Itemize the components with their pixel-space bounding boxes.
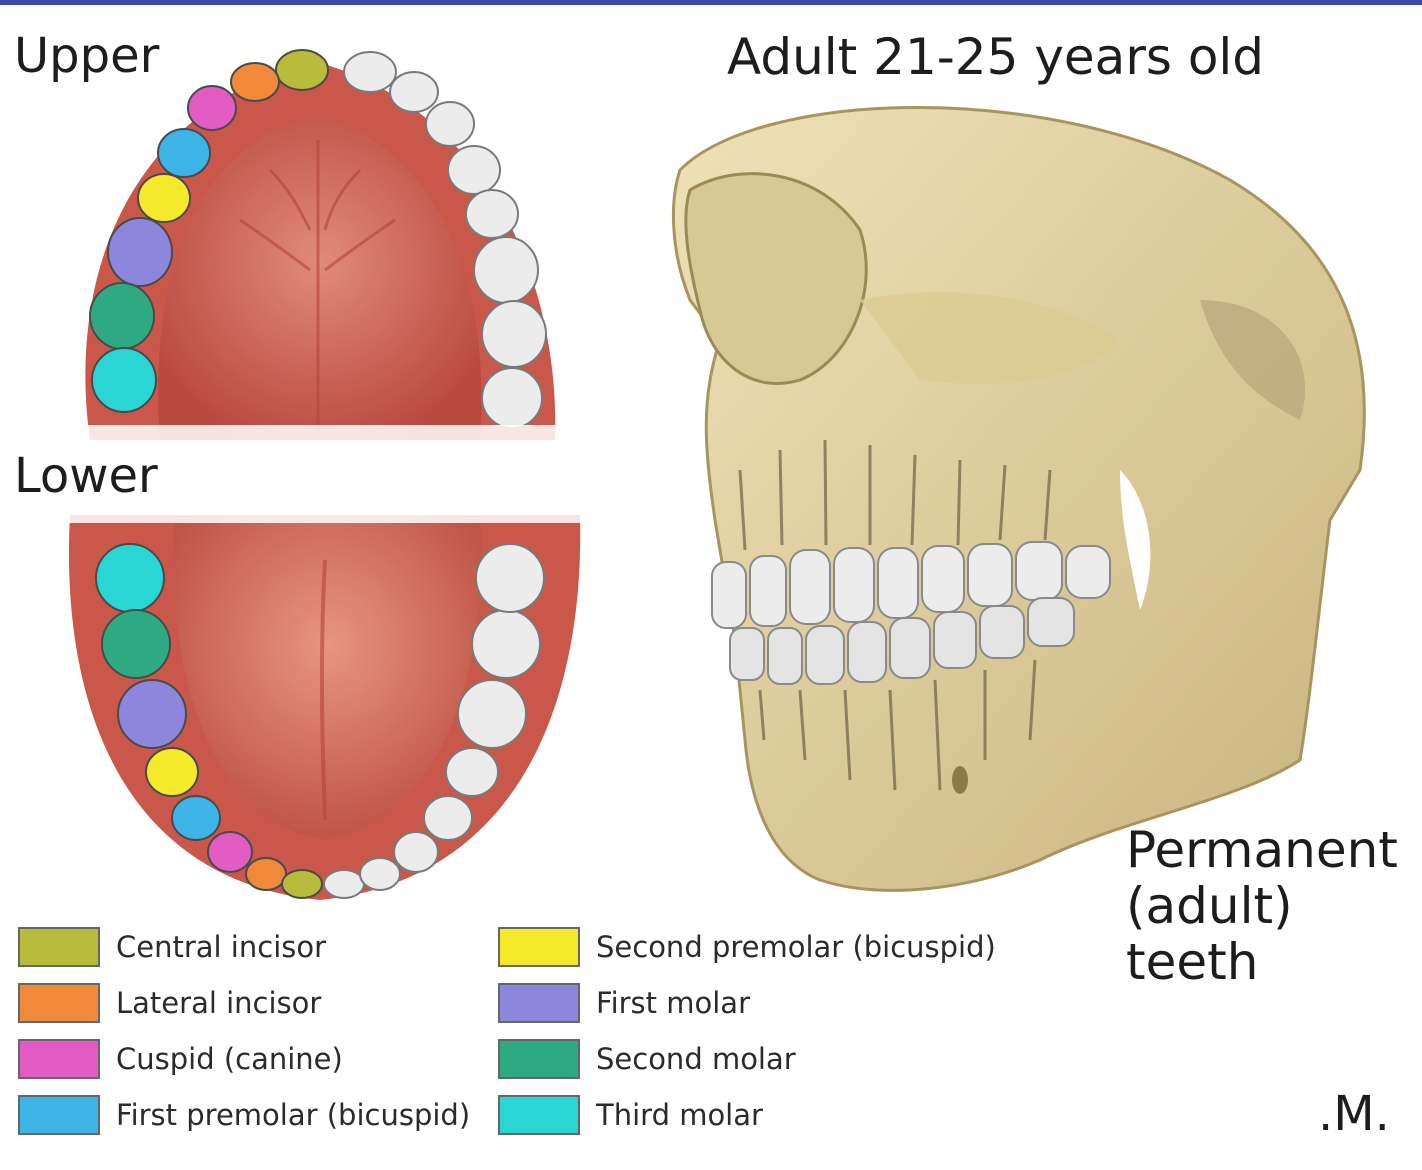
- tooth-third-molar: [92, 348, 156, 412]
- legend-label: First premolar (bicuspid): [116, 1098, 470, 1132]
- legend-item-first-premolar: First premolar (bicuspid): [18, 1092, 470, 1138]
- legend-label: First molar: [596, 986, 750, 1020]
- tooth-type-legend: Central incisor Lateral incisor Cuspid (…: [18, 924, 1078, 1156]
- legend-label: Lateral incisor: [116, 986, 321, 1020]
- caption-line: (adult): [1126, 878, 1398, 934]
- legend-item-second-molar: Second molar: [498, 1036, 796, 1082]
- legend-swatch: [18, 927, 100, 967]
- legend-swatch: [18, 1039, 100, 1079]
- legend-label: Second premolar (bicuspid): [596, 930, 996, 964]
- tooth-third-molar: [96, 544, 164, 612]
- lower-arch: [55, 495, 595, 900]
- tooth-central-incisor: [276, 50, 328, 90]
- permanent-teeth-caption: Permanent (adult) teeth: [1126, 822, 1398, 990]
- legend-swatch: [498, 1095, 580, 1135]
- legend-label: Third molar: [596, 1098, 763, 1132]
- lower-arch-label: Lower: [14, 448, 158, 504]
- tooth-second-molar: [102, 610, 170, 678]
- tooth-central-incisor: [282, 870, 322, 898]
- tooth-cuspid: [208, 832, 252, 872]
- tooth-first-premolar: [158, 129, 210, 177]
- upper-arch: [70, 50, 580, 465]
- mental-foramen: [952, 766, 968, 794]
- tooth-first-molar: [118, 680, 186, 748]
- tooth-cuspid: [188, 86, 236, 130]
- caption-line: teeth: [1126, 934, 1398, 990]
- legend-label: Second molar: [596, 1042, 796, 1076]
- legend-item-central-incisor: Central incisor: [18, 924, 326, 970]
- tooth-first-premolar: [172, 796, 220, 840]
- legend-item-second-premolar: Second premolar (bicuspid): [498, 924, 996, 970]
- legend-swatch: [498, 983, 580, 1023]
- upper-arch-label: Upper: [14, 28, 159, 84]
- legend-item-first-molar: First molar: [498, 980, 750, 1026]
- legend-swatch: [18, 1095, 100, 1135]
- legend-swatch: [18, 983, 100, 1023]
- age-title: Adult 21-25 years old: [727, 28, 1264, 86]
- legend-swatch: [498, 1039, 580, 1079]
- tooth-lateral-incisor: [246, 858, 286, 890]
- tooth-second-premolar: [138, 174, 190, 222]
- legend-swatch: [498, 927, 580, 967]
- caption-line: Permanent: [1126, 822, 1398, 878]
- tooth-first-molar: [108, 218, 172, 286]
- legend-item-lateral-incisor: Lateral incisor: [18, 980, 321, 1026]
- tooth-second-premolar: [146, 748, 198, 796]
- legend-label: Central incisor: [116, 930, 326, 964]
- tooth-second-molar: [90, 283, 154, 349]
- skull-illustration: [673, 108, 1364, 891]
- legend-item-third-molar: Third molar: [498, 1092, 763, 1138]
- legend-label: Cuspid (canine): [116, 1042, 343, 1076]
- tooth-lateral-incisor: [231, 63, 279, 101]
- legend-item-cuspid: Cuspid (canine): [18, 1036, 343, 1082]
- corner-mark: .M.: [1318, 1086, 1390, 1142]
